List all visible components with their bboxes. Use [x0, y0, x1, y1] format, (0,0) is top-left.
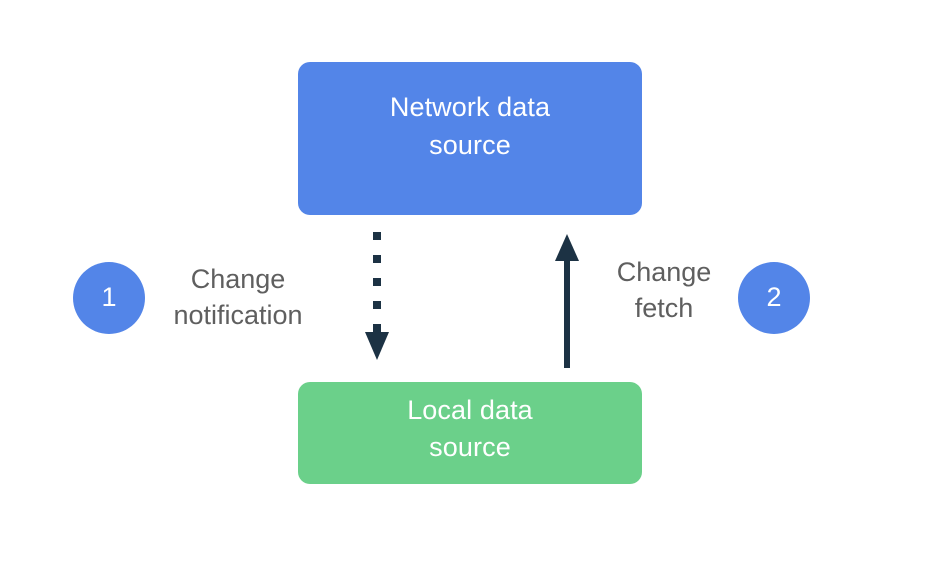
step-badge-2[interactable]: 2	[738, 262, 810, 334]
change-notification-arrow-icon	[365, 232, 389, 360]
node-network-data-source-label: Network data source	[389, 92, 551, 160]
step-badge-1-number: 1	[101, 281, 117, 312]
node-network-data-source[interactable]: Network data source	[298, 62, 642, 215]
change-notification-label: Change notification	[173, 264, 303, 330]
node-local-data-source[interactable]: Local data source	[298, 382, 642, 484]
step-badge-1[interactable]: 1	[73, 262, 145, 334]
change-fetch-label: Change fetch	[616, 257, 712, 323]
step-badge-2-number: 2	[766, 281, 782, 312]
node-local-data-source-label: Local data source	[407, 394, 533, 462]
change-fetch-arrow-icon	[555, 234, 579, 368]
